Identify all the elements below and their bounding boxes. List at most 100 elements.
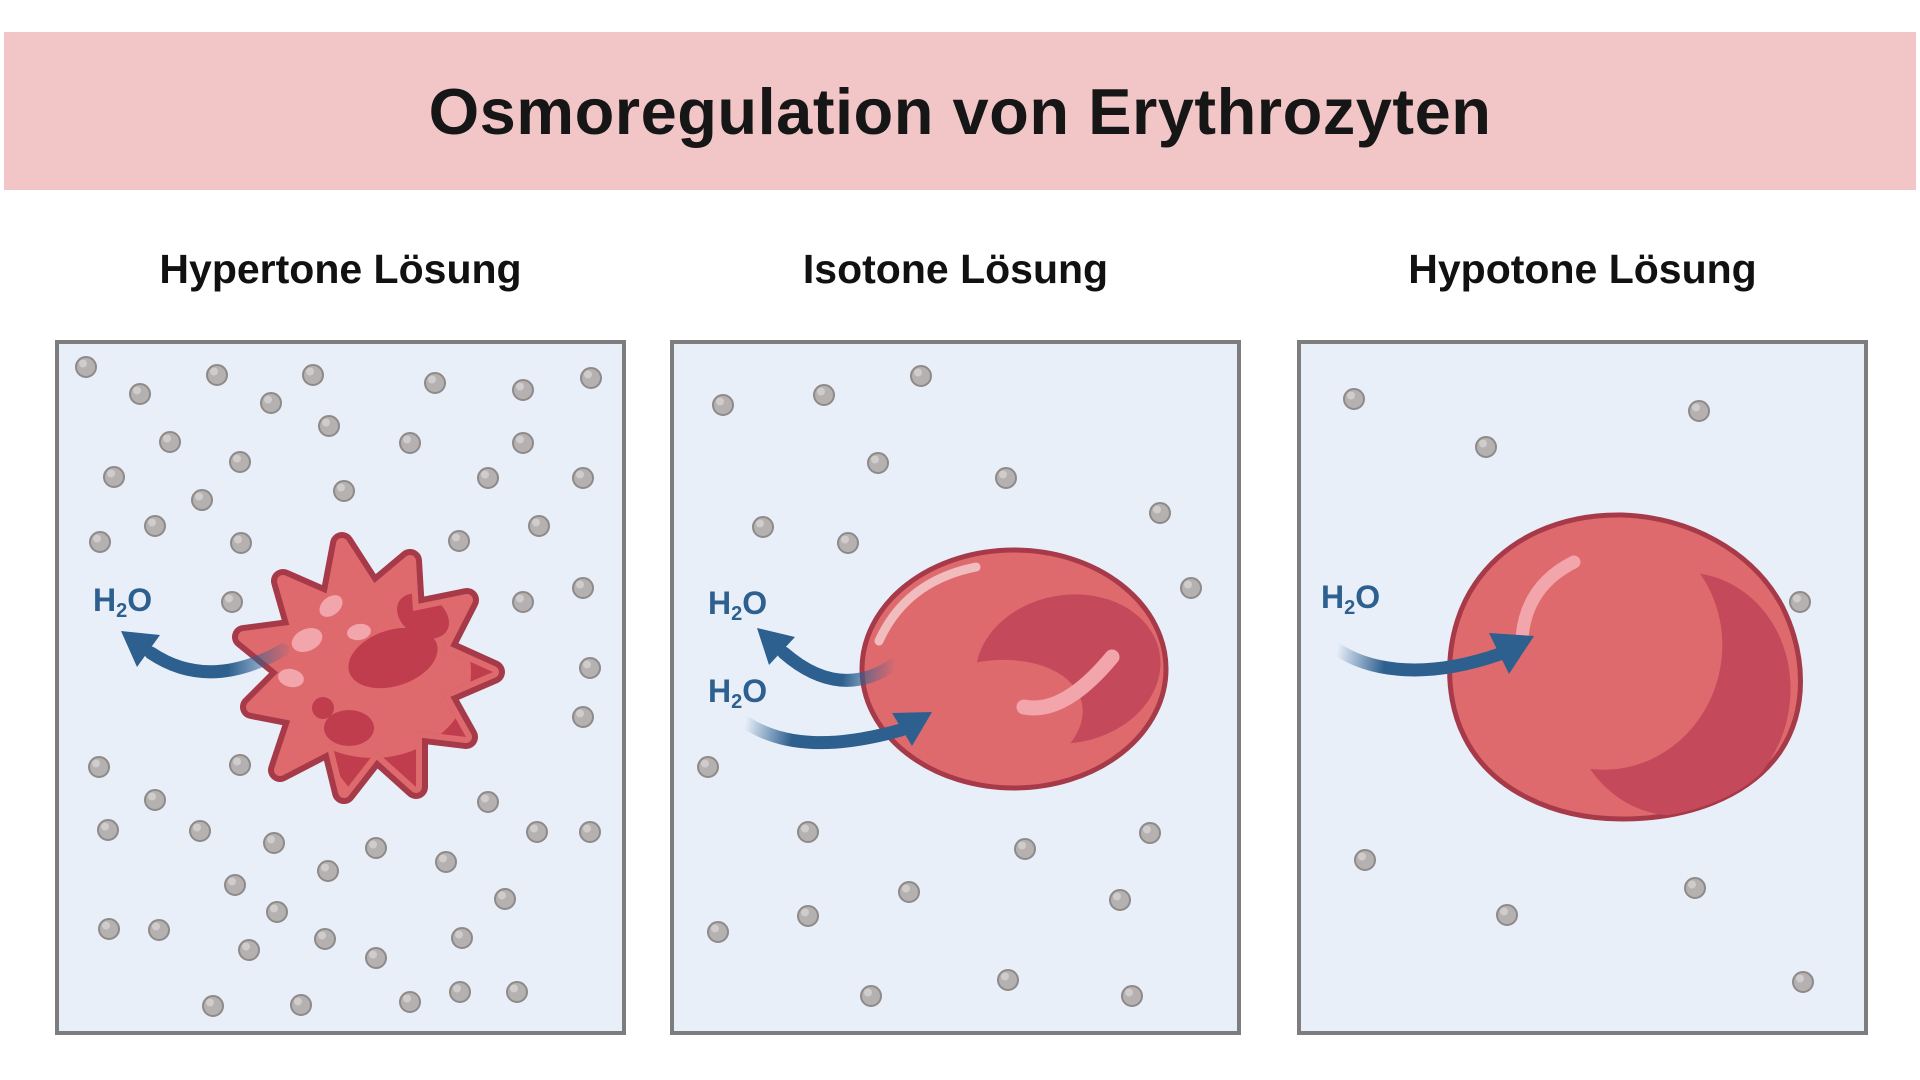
solute-dot <box>206 364 228 386</box>
solute-dot <box>712 394 734 416</box>
h2o-label: H2O <box>708 585 768 625</box>
water-outflow-arrow <box>757 628 900 687</box>
solute-dot-highlight <box>481 794 489 803</box>
solute-dot-highlight <box>152 922 160 931</box>
cell-highlight <box>1515 555 1581 645</box>
solute-dot-highlight <box>801 824 809 833</box>
solute-dot <box>1149 502 1171 524</box>
solute-dot-highlight <box>864 988 872 997</box>
solute-dot-highlight <box>801 908 809 917</box>
solute-dot <box>1121 985 1143 1007</box>
solute-dot <box>448 530 470 552</box>
solute-dot <box>238 939 260 961</box>
solute-dot <box>399 991 421 1013</box>
solute-dot-highlight <box>79 359 87 368</box>
solute-dot-highlight <box>532 518 540 527</box>
solute-dot <box>263 832 285 854</box>
solute-dot-highlight <box>1184 580 1192 589</box>
solute-dot-highlight <box>716 397 724 406</box>
hypertonic-illustration <box>75 356 602 1017</box>
solute-dot <box>318 415 340 437</box>
solute-dot <box>230 532 252 554</box>
solute-dot-highlight <box>481 470 489 479</box>
solute-dot-highlight <box>1143 825 1151 834</box>
solute-dot <box>424 372 446 394</box>
solute-dot <box>1354 849 1376 871</box>
solute-dot-highlight <box>701 759 709 768</box>
solute-dot <box>1496 904 1518 926</box>
solute-dot <box>75 356 97 378</box>
solute-dot <box>697 756 719 778</box>
panel-hypertonic: Hypertone Lösung <box>55 245 626 1035</box>
solute-dot-highlight <box>233 454 241 463</box>
solute-dot <box>302 364 324 386</box>
panel-heading-hypotonic: Hypotone Lösung <box>1408 246 1757 292</box>
solute-particles <box>697 365 1202 1007</box>
solute-dot-highlight <box>583 824 591 833</box>
solute-dot <box>189 820 211 842</box>
solution-container-isotonic: H2O H2O <box>670 340 1241 1035</box>
solute-dot-highlight <box>1113 892 1121 901</box>
water-inflow-arrow <box>1328 633 1534 677</box>
solute-dot <box>579 657 601 679</box>
solute-dot-highlight <box>1125 988 1133 997</box>
solute-dot <box>229 451 251 473</box>
solute-dot <box>526 821 548 843</box>
solute-dot <box>290 994 312 1016</box>
solute-dot-highlight <box>318 931 326 940</box>
solute-dot <box>1109 889 1131 911</box>
solute-dot-highlight <box>403 435 411 444</box>
solute-dot <box>229 754 251 776</box>
solute-dot-highlight <box>841 535 849 544</box>
solute-dot-highlight <box>294 997 302 1006</box>
solute-dot-highlight <box>228 877 236 886</box>
solute-dot <box>148 919 170 941</box>
solute-dot <box>572 577 594 599</box>
solute-dot-highlight <box>576 470 584 479</box>
solute-dot <box>579 821 601 843</box>
h2o-label: H2O <box>708 673 768 713</box>
solute-dot-highlight <box>322 418 330 427</box>
water-inflow-arrow <box>738 712 932 750</box>
solute-dot <box>399 432 421 454</box>
solute-dot-highlight <box>1018 841 1026 850</box>
solute-dot-highlight <box>1796 974 1804 983</box>
solute-dot <box>317 860 339 882</box>
solute-dot-highlight <box>871 455 879 464</box>
solute-dot-highlight <box>210 367 218 376</box>
cell-highlight <box>347 623 371 641</box>
arrowhead-icon <box>1489 633 1534 674</box>
solute-dot-highlight <box>1688 880 1696 889</box>
solute-dot <box>88 756 110 778</box>
solute-dot <box>1789 591 1811 613</box>
solute-dot <box>797 821 819 843</box>
solute-dot <box>512 432 534 454</box>
solute-dot-highlight <box>498 891 506 900</box>
solute-dot-highlight <box>148 792 156 801</box>
solute-dot <box>477 467 499 489</box>
solute-dot-highlight <box>914 368 922 377</box>
solute-dot <box>572 467 594 489</box>
solute-dot-highlight <box>163 434 171 443</box>
solute-dot <box>98 918 120 940</box>
solute-dot-highlight <box>817 387 825 396</box>
solute-dot <box>224 874 246 896</box>
solute-dot-highlight <box>101 822 109 831</box>
solute-dot-highlight <box>1358 852 1366 861</box>
solute-dot-highlight <box>999 470 1007 479</box>
solute-dot-highlight <box>267 835 275 844</box>
solute-dot-highlight <box>102 921 110 930</box>
page-title: Osmoregulation von Erythrozyten <box>428 74 1492 148</box>
solute-dot <box>797 905 819 927</box>
solute-dot <box>365 947 387 969</box>
solute-dot-highlight <box>1692 403 1700 412</box>
solute-dot-highlight <box>148 518 156 527</box>
panel-isotonic: Isotone Lösung <box>670 245 1241 1035</box>
solute-dot-highlight <box>264 395 272 404</box>
solute-dot-highlight <box>195 492 203 501</box>
solute-dot-highlight <box>516 594 524 603</box>
solute-dot <box>910 365 932 387</box>
solute-dot-highlight <box>583 660 591 669</box>
cell-highlight <box>278 668 304 688</box>
water-outflow-arrow <box>121 631 290 679</box>
